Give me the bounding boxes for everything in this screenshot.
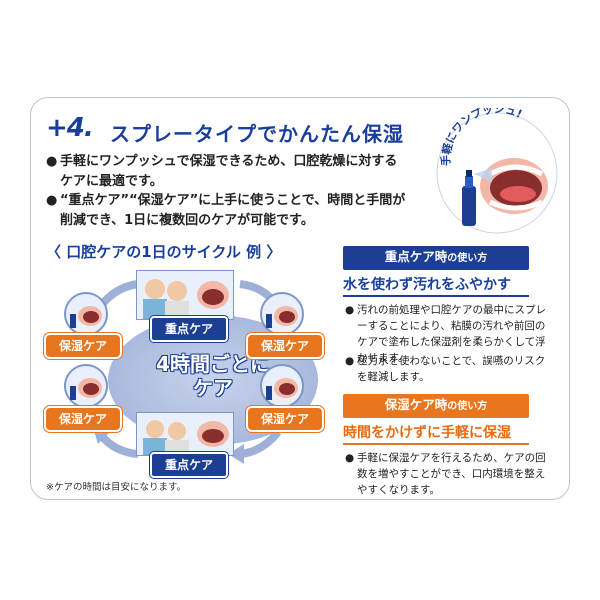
intro-bullet-1-line1: 手軽にワンプッシュで保湿できるため、口腔乾燥に対する	[60, 154, 398, 169]
juten-item-1: ●汚れの前処理や口腔ケアの最中にスプレーすることにより、粘膜の汚れや前回のケアで…	[345, 304, 546, 364]
time-note: ※ケアの時間は目安になります。	[46, 482, 187, 493]
section-title: スプレータイプでかんたん保湿	[110, 122, 404, 146]
hoshitsu-header-main: 保湿ケア時	[384, 397, 448, 412]
juten-header-sub: の使い方	[447, 253, 488, 264]
intro-bullet-2-line1: “重点ケア”“保湿ケア”に上手に使うことで、時間と手間が	[60, 193, 406, 208]
caregiver-image-top	[136, 270, 234, 320]
hoshitsu-usage-header: 保湿ケア時の使い方	[343, 394, 529, 418]
intro-bullet-1-line2: ケアに最適です。	[60, 174, 163, 189]
caregiver-image-bottom	[136, 412, 234, 456]
left-bottom-hoshitsu-label: 保湿ケア	[44, 406, 122, 432]
intro-bullet-1: ●手軽にワンプッシュで保湿できるため、口腔乾燥に対する ケアに最適です。	[46, 154, 398, 189]
hoshitsu-header-sub: の使い方	[447, 401, 488, 412]
juten-item-1-text: 汚れの前処理や口腔ケアの最中にスプレーすることにより、粘膜の汚れや前回のケアで塗…	[357, 304, 546, 364]
right-top-hoshitsu-label: 保湿ケア	[246, 333, 324, 359]
hoshitsu-rule	[343, 443, 529, 445]
cycle-center-line2: ケア	[193, 376, 233, 400]
intro-bullet-2: ●“重点ケア”“保湿ケア”に上手に使うことで、時間と手間が 削減でき、1日に複数…	[46, 193, 406, 228]
mouth-spray-icon	[64, 364, 108, 408]
mouth-spray-icon	[260, 364, 304, 408]
top-juten-label: 重点ケア	[150, 316, 228, 342]
left-top-hoshitsu-label: 保湿ケア	[44, 333, 122, 359]
juten-rule	[343, 295, 529, 297]
mouth-spray-icon	[64, 292, 108, 336]
bottom-juten-label: 重点ケア	[150, 452, 228, 478]
right-bottom-hoshitsu-label: 保湿ケア	[246, 406, 324, 432]
juten-usage-header: 重点ケア時の使い方	[343, 246, 529, 270]
spray-mouth-illustration: 手軽にワンプッシュ!	[436, 108, 558, 234]
juten-header-main: 重点ケア時	[384, 249, 448, 264]
juten-item-2: ●極力水を使わないことで、誤嚥のリスクを軽減します。	[345, 355, 546, 383]
intro-bullet-2-line2: 削減でき、1日に複数回のケアが可能です。	[60, 213, 314, 228]
hoshitsu-item-1-text: 手軽に保湿ケアを行えるため、ケアの回数を増やすことができ、口内環境を整えやすくな…	[357, 452, 546, 496]
hoshitsu-lead: 時間をかけずに手軽に保湿	[343, 425, 511, 441]
juten-item-2-text: 極力水を使わないことで、誤嚥のリスクを軽減します。	[357, 355, 546, 383]
juten-lead: 水を使わず汚れをふやかす	[343, 277, 511, 293]
mouth-spray-icon	[260, 292, 304, 336]
section-number: +4.	[46, 113, 94, 143]
cycle-title: 〈 口腔ケアの1日のサイクル 例 〉	[46, 243, 282, 261]
hoshitsu-item-1: ●手軽に保湿ケアを行えるため、ケアの回数を増やすことができ、口内環境を整えやすく…	[345, 452, 546, 496]
